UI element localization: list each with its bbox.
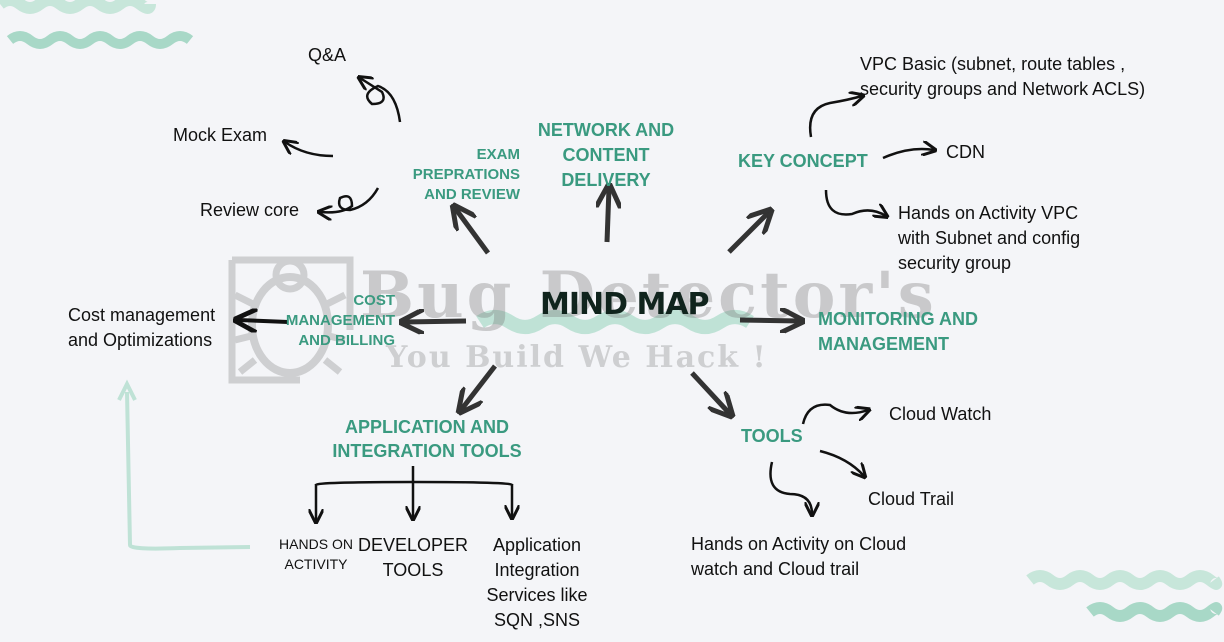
branch-monitoring: MONITORING AND MANAGEMENT bbox=[818, 309, 978, 354]
wave-decoration bbox=[1026, 570, 1223, 590]
leaf-review-core: Review core bbox=[200, 200, 300, 220]
arrow-to-hands-on-cloud bbox=[769, 461, 812, 514]
leaf-cloud-trail: Cloud Trail bbox=[868, 489, 955, 509]
wave-decoration bbox=[0, 0, 156, 14]
arrow-to-vpc-basic bbox=[808, 96, 862, 138]
leaf-cloud-watch: Cloud Watch bbox=[889, 404, 992, 424]
leaf-cost-mgmt: Cost management and Optimizations bbox=[68, 305, 216, 350]
branch-network: NETWORK AND CONTENT DELIVERY bbox=[537, 120, 675, 190]
wave-decoration bbox=[476, 310, 754, 334]
wave-decoration bbox=[1086, 602, 1223, 622]
branch-key-concept: KEY CONCEPT bbox=[738, 151, 868, 171]
leaf-hands-on-activity: HANDS ON ACTIVITY bbox=[279, 536, 353, 572]
leaf-hands-on-cloud: Hands on Activity on Cloud watch and Clo… bbox=[691, 534, 907, 579]
branch-tools: TOOLS bbox=[741, 426, 803, 446]
arrow-to-tools bbox=[690, 371, 730, 414]
arrow-to-network bbox=[607, 188, 609, 243]
arrow-to-exam bbox=[455, 208, 491, 255]
arrow-to-cloud-watch bbox=[801, 403, 868, 425]
leaf-developer-tools: DEVELOPER TOOLS bbox=[358, 535, 469, 580]
wave-decoration bbox=[6, 31, 194, 49]
arrow-to-cloud-trail bbox=[819, 449, 864, 476]
leaf-vpc-basic: VPC Basic (subnet, route tables , securi… bbox=[860, 54, 1146, 99]
arrow-to-cdn bbox=[882, 149, 934, 160]
leaf-mock-exam: Mock Exam bbox=[173, 125, 268, 145]
arrow-to-review-core bbox=[320, 187, 380, 212]
arrow-to-cost-mgmt bbox=[238, 320, 289, 322]
arrow-to-hands-on-vpc bbox=[824, 189, 886, 216]
center-node: MIND MAP bbox=[540, 287, 710, 322]
guide-arrowhead bbox=[117, 379, 137, 401]
arrow-to-mock-exam bbox=[285, 142, 334, 158]
guide-line bbox=[125, 391, 251, 551]
watermark-tagline: You Build We Hack ! bbox=[386, 340, 768, 375]
arrow-to-cost bbox=[404, 321, 467, 322]
leaf-app-services: Application Integration Services like SQ… bbox=[486, 535, 588, 630]
leaf-hands-on-vpc: Hands on Activity VPC with Subnet and co… bbox=[898, 203, 1081, 273]
arrow-to-monitoring bbox=[739, 320, 800, 321]
branch-exam: EXAM PREPRATIONS AND REVIEW bbox=[412, 146, 520, 203]
arrow-to-qa bbox=[360, 78, 402, 123]
leaf-qa: Q&A bbox=[308, 45, 347, 65]
arrow-to-app-integration bbox=[461, 364, 497, 410]
leaf-cdn: CDN bbox=[946, 142, 985, 162]
arrow-to-key-concept bbox=[727, 212, 769, 254]
branch-app-integration: APPLICATION AND INTEGRATION TOOLS bbox=[332, 417, 522, 461]
branch-cost: COST MANAGEMENT AND BILLING bbox=[285, 292, 395, 349]
bug-logo-icon bbox=[228, 256, 354, 384]
